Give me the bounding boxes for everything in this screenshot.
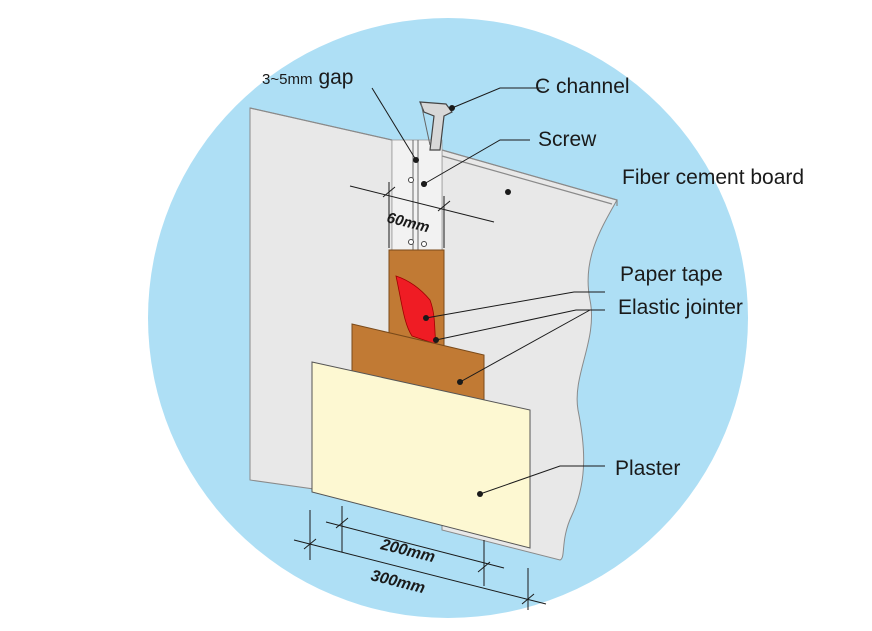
joint-width-dimension <box>349 182 495 248</box>
plaster-outer-width-label: 300mm <box>369 567 427 597</box>
leader-lines <box>371 87 605 495</box>
c-channel-label: C channel <box>535 75 630 98</box>
paper-tape <box>395 275 437 345</box>
board-top-edge <box>249 107 618 206</box>
joint-width-label: 60mm <box>385 209 431 236</box>
elastic-jointer-label: Elastic jointer <box>618 296 743 319</box>
paper-tape-label: Paper tape <box>620 263 723 286</box>
c-channel <box>419 101 453 151</box>
plaster-layer <box>311 361 531 549</box>
plaster-inner-width-label: 200mm <box>378 536 437 566</box>
plaster-width-dimension <box>293 506 547 610</box>
fiber-cement-board-label: Fiber cement board <box>622 166 804 189</box>
plaster-label: Plaster <box>615 457 680 480</box>
leader-dots <box>413 105 511 497</box>
screw-label: Screw <box>538 128 597 151</box>
